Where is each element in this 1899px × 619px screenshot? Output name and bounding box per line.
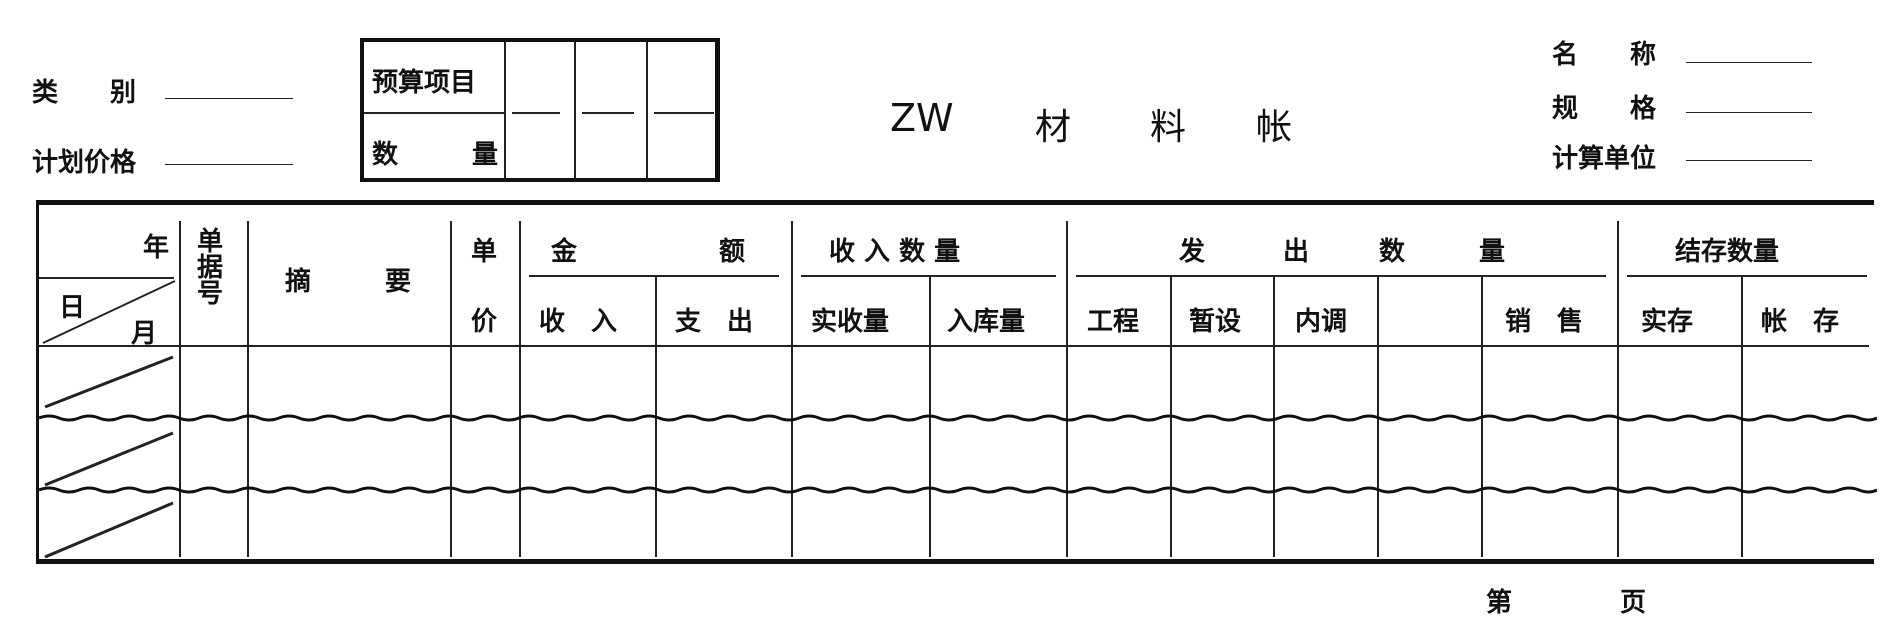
receipt-qty-header: 收 入 数 量 — [829, 237, 961, 267]
issue-header-4: 量 — [1479, 237, 1506, 267]
unit-price-header-1: 单 — [471, 237, 498, 267]
col-line — [1066, 221, 1068, 557]
budget-qty-label-1: 数 — [372, 140, 399, 170]
title-prefix: ZW — [890, 96, 954, 140]
ledger-table: 年 日 月 单 据 号 摘 要 单 价 金 额 收 入 支 出 收 入 数 量 … — [36, 200, 1877, 564]
month-header: 月 — [131, 319, 158, 349]
budget-col-3 — [646, 42, 648, 178]
budget-col-2 — [574, 42, 576, 178]
unit-price-header-2: 价 — [471, 307, 498, 337]
date-divider-top — [39, 277, 174, 279]
temp-facility-header: 暂设 — [1189, 307, 1242, 337]
plan-price-label: 计划价格 — [32, 148, 137, 178]
col-line — [1741, 275, 1743, 557]
plan-price-field[interactable] — [165, 164, 293, 165]
budget-box: 预算项目 数 量 — [360, 38, 720, 182]
category-field[interactable] — [165, 98, 293, 99]
budget-divider-left — [364, 112, 504, 114]
summary-header-2: 要 — [385, 267, 412, 297]
issue-header-3: 数 — [1379, 237, 1406, 267]
balance-divider — [1627, 275, 1867, 277]
col-line — [247, 221, 249, 557]
unit-field[interactable] — [1686, 160, 1812, 161]
issue-header-2: 出 — [1283, 237, 1310, 267]
budget-divider-b — [582, 112, 634, 114]
issue-divider — [1076, 275, 1606, 277]
page-suffix: 页 — [1620, 588, 1647, 618]
budget-qty-label-2: 量 — [472, 140, 499, 170]
amount-divider — [529, 275, 779, 277]
col-line — [791, 221, 793, 557]
row-diagonal-1 — [44, 355, 174, 409]
row-diagonal-3 — [44, 501, 174, 559]
amount-in-header: 收 入 — [539, 307, 618, 337]
receipt-divider — [801, 275, 1056, 277]
budget-divider-c — [654, 112, 714, 114]
page-prefix: 第 — [1486, 588, 1513, 618]
internal-transfer-header: 内调 — [1295, 307, 1348, 337]
date-diagonal — [42, 280, 176, 344]
amount-out-header: 支 出 — [675, 307, 754, 337]
budget-divider-a — [512, 112, 560, 114]
col-line — [519, 221, 521, 557]
col-line — [1377, 275, 1379, 557]
budget-col-1 — [504, 42, 506, 178]
header-bottom-line — [39, 345, 1869, 347]
project-header: 工程 — [1087, 307, 1140, 337]
row-break-2 — [39, 486, 1877, 494]
amount-header-1: 金 — [551, 237, 578, 267]
spec-field[interactable] — [1686, 112, 1812, 113]
actual-stock-header: 实存 — [1641, 307, 1694, 337]
sales-header: 销 售 — [1505, 307, 1584, 337]
title-char-3: 帐 — [1256, 107, 1293, 148]
col-line — [1273, 275, 1275, 557]
book-stock-header: 帐 存 — [1761, 307, 1840, 337]
category-label: 类 别 — [32, 78, 137, 108]
doc-no-header: 单 据 号 — [197, 227, 224, 309]
row-break-1 — [39, 414, 1877, 422]
name-field[interactable] — [1686, 62, 1812, 63]
spec-label: 规 格 — [1552, 94, 1657, 124]
actual-received-header: 实收量 — [811, 307, 890, 337]
balance-qty-header: 结存数量 — [1675, 237, 1780, 267]
issue-header-1: 发 — [1179, 237, 1206, 267]
unit-label: 计算单位 — [1552, 144, 1657, 174]
warehoused-header: 入库量 — [947, 307, 1026, 337]
title-char-2: 料 — [1150, 107, 1187, 148]
title-char-1: 材 — [1035, 107, 1072, 148]
col-line — [1617, 221, 1619, 557]
col-line — [179, 221, 181, 557]
budget-item-label: 预算项目 — [372, 68, 477, 98]
col-line — [450, 221, 452, 557]
name-label: 名 称 — [1552, 40, 1657, 70]
row-diagonal-2 — [44, 431, 174, 487]
year-header: 年 — [143, 233, 170, 263]
amount-header-2: 额 — [719, 237, 746, 267]
summary-header-1: 摘 — [285, 267, 312, 297]
day-header: 日 — [59, 293, 86, 323]
